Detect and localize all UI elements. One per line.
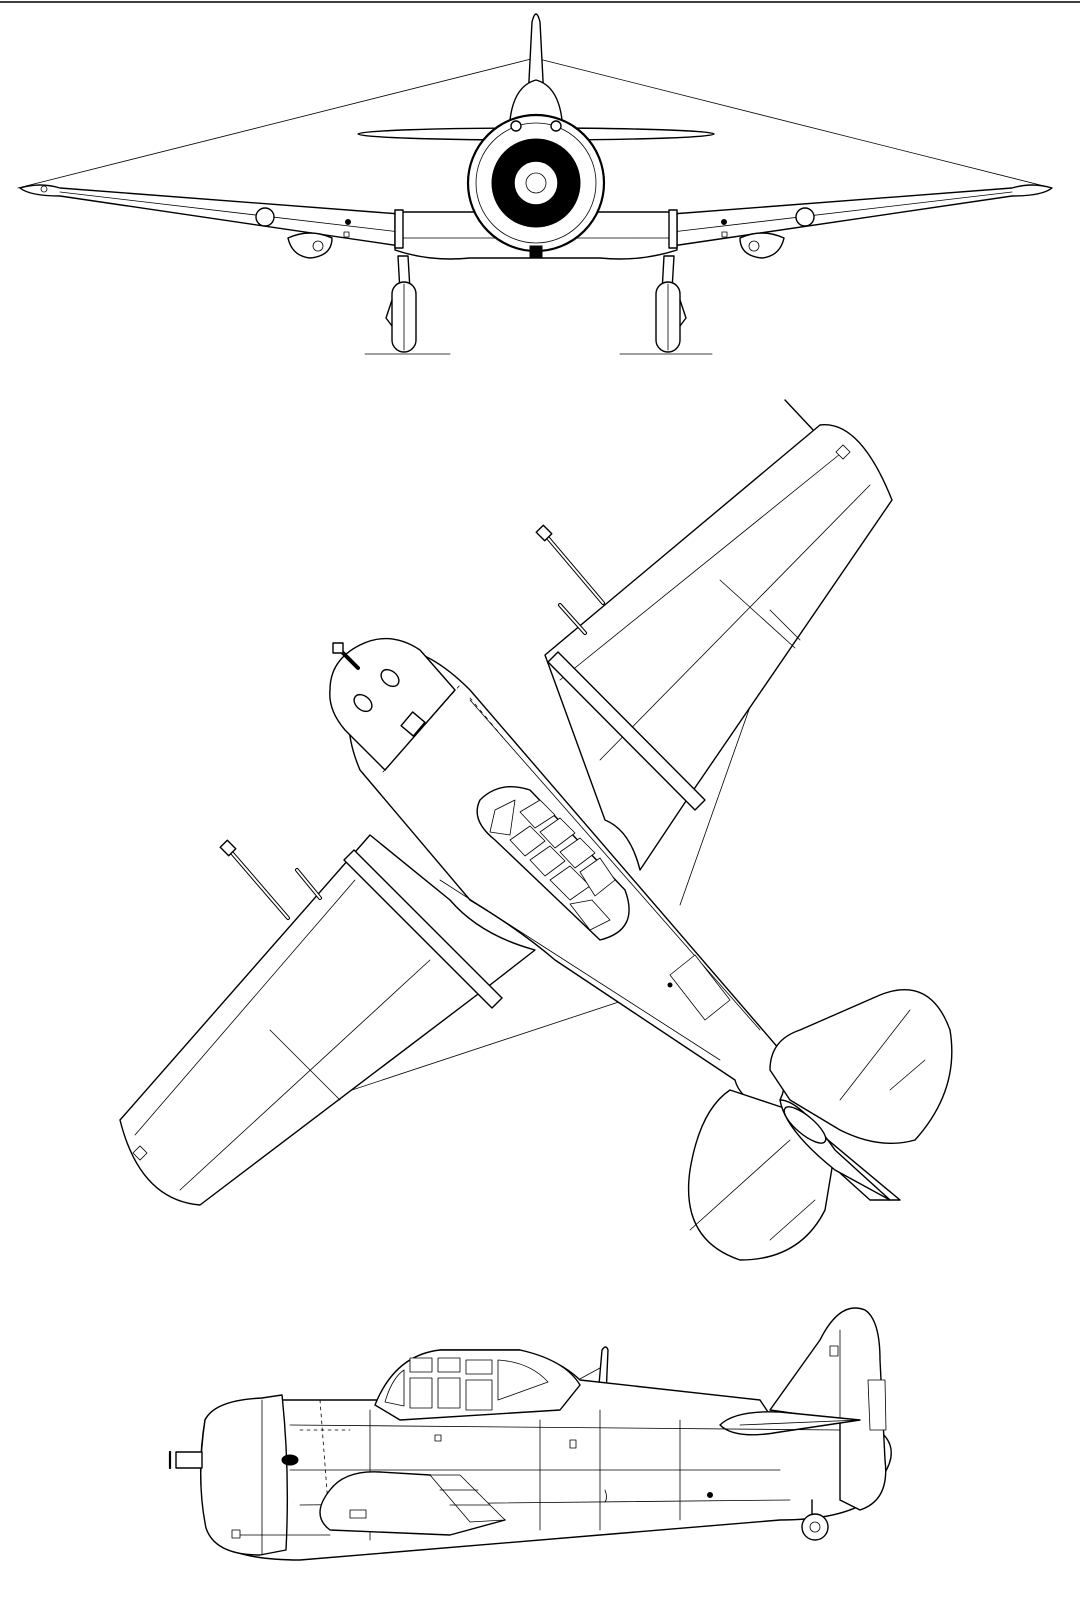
side-view xyxy=(168,1307,892,1561)
top-view xyxy=(119,399,953,1261)
top-left-tailplane xyxy=(687,1089,836,1261)
top-right-wing xyxy=(544,424,893,871)
side-gun xyxy=(175,1451,203,1469)
top-right-spar-band xyxy=(547,651,706,811)
front-right-landing-gear xyxy=(655,255,687,353)
front-fin xyxy=(527,13,545,101)
front-view xyxy=(17,13,1053,355)
top-left-spar-band xyxy=(343,849,503,1009)
top-right-tailplane xyxy=(769,988,953,1145)
side-fin xyxy=(769,1307,887,1511)
front-canopy xyxy=(509,79,563,121)
top-engine-nose xyxy=(329,637,456,771)
front-left-landing-gear xyxy=(385,255,417,353)
side-tail-wheel xyxy=(801,1499,829,1541)
side-cowling xyxy=(200,1394,289,1556)
top-guns xyxy=(219,524,605,920)
front-left-pod xyxy=(255,207,275,227)
front-right-pod xyxy=(795,207,815,227)
